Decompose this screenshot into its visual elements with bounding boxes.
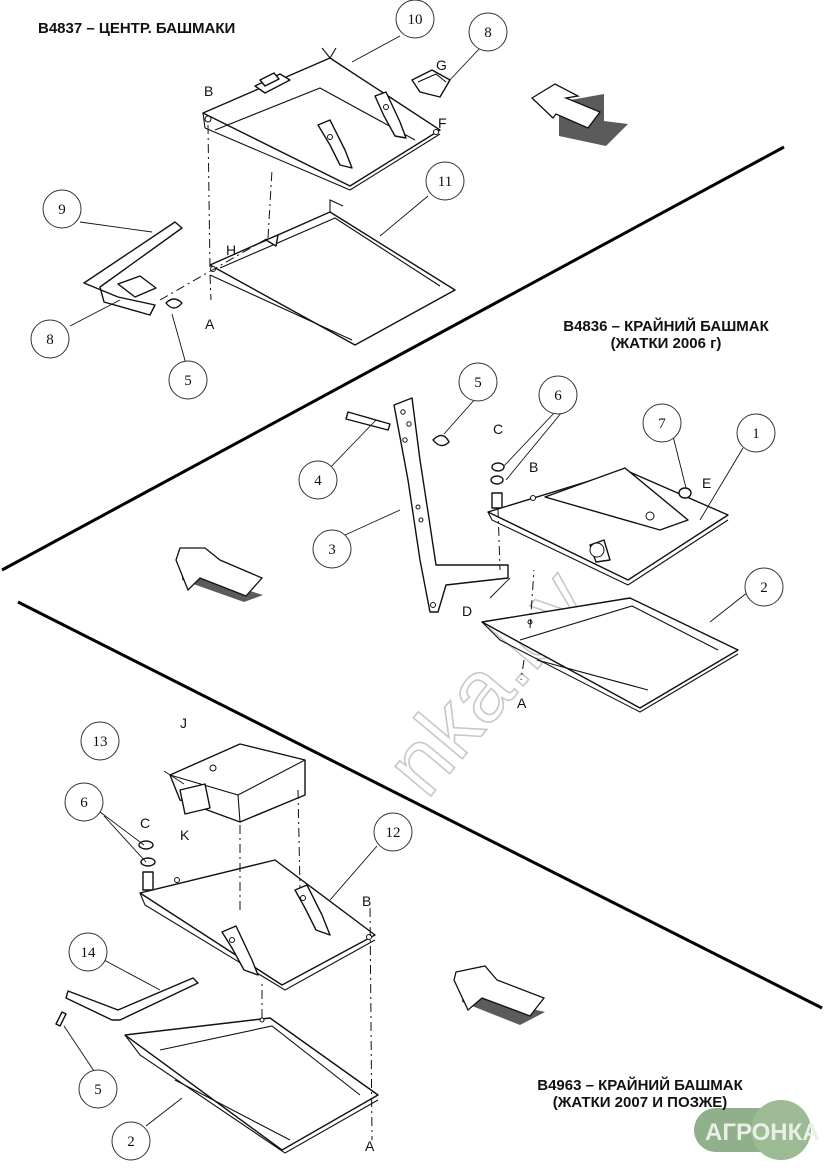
logo-text: АГРОНКА [705, 1119, 820, 1146]
callout-5-top: 5 [168, 360, 208, 400]
part-3-arm [393, 397, 509, 613]
part-13-block [169, 743, 306, 823]
label-J-bot: J [180, 715, 187, 731]
callout-8-top-left: 8 [30, 319, 70, 359]
callout-5-bot: 5 [78, 1069, 118, 1109]
title-outer-shoe-2006-line2: (ЖАТКИ 2006 г) [610, 335, 722, 352]
label-A-bot: A [365, 1138, 375, 1154]
svg-text:2: 2 [127, 1134, 135, 1150]
part-6-washer-mid [491, 462, 505, 472]
center-shoe-assembly [83, 47, 456, 346]
svg-text:10: 10 [408, 12, 423, 28]
direction-arrow-bottom [453, 965, 546, 1025]
part-4-pin [345, 411, 391, 431]
mid-bolt [491, 492, 503, 509]
label-K-bot: K [180, 827, 190, 843]
part-8-clip-right [411, 69, 451, 98]
callout-13: 13 [80, 721, 120, 761]
part-12-shoe [139, 859, 376, 991]
label-A-mid: A [517, 695, 527, 711]
callout-2-bot: 2 [111, 1121, 151, 1161]
callout-6-mid: 6 [538, 375, 578, 415]
callout-12: 12 [373, 812, 413, 852]
svg-text:4: 4 [314, 473, 322, 489]
callout-7: 7 [642, 403, 682, 443]
svg-text:5: 5 [94, 1082, 102, 1098]
label-H-top: H [226, 242, 236, 258]
callout-6-bot: 6 [64, 782, 104, 822]
part-2-skid-bot [124, 1017, 379, 1154]
title-outer-shoe-2006: B4836 – КРАЙНИЙ БАШМАК (ЖАТКИ 2006 г) [536, 318, 796, 352]
divider-upper [1, 145, 785, 572]
bot-bolt [142, 871, 154, 891]
svg-text:5: 5 [474, 375, 482, 391]
part-2-skid-mid [481, 597, 739, 713]
svg-text:9: 9 [58, 202, 66, 218]
callout-9: 9 [42, 189, 82, 229]
part-5-ring-top [165, 298, 183, 309]
callout-14: 14 [68, 932, 108, 972]
label-D-mid: D [462, 603, 472, 619]
svg-text:11: 11 [438, 174, 452, 190]
svg-text:7: 7 [658, 416, 666, 432]
svg-text:8: 8 [46, 332, 54, 348]
label-E-mid: E [702, 475, 711, 491]
divider-lower [17, 600, 823, 1010]
outer-shoe-2007-assembly [55, 743, 379, 1154]
svg-text:8: 8 [484, 25, 492, 41]
svg-text:12: 12 [386, 825, 401, 841]
part-5-ring-mid [432, 434, 450, 447]
part-14-handle [65, 977, 199, 1021]
callout-8-top-right: 8 [468, 12, 508, 52]
title-outer-shoe-2007: B4963 – КРАЙНИЙ БАШМАК (ЖАТКИ 2007 И ПОЗ… [500, 1077, 780, 1111]
svg-text:6: 6 [554, 388, 562, 404]
part-1-shoe [487, 467, 729, 586]
part-6-washer-mid-2 [490, 475, 504, 485]
agronka-logo: АГРОНКА [694, 1100, 820, 1160]
svg-text:1: 1 [752, 426, 760, 442]
title-center-shoes: B4837 – ЦЕНТР. БАШМАКИ [38, 20, 236, 37]
callout-4: 4 [298, 460, 338, 500]
part-9-pin-handle [83, 221, 183, 316]
label-C-mid: C [493, 421, 503, 437]
svg-text:6: 6 [80, 795, 88, 811]
label-B-bot: B [362, 893, 371, 909]
callout-5-mid: 5 [458, 362, 498, 402]
leader-lines [63, 35, 749, 1127]
label-F-top: F [438, 115, 447, 131]
part-7-nut [678, 487, 692, 499]
title-outer-shoe-2007-line2: (ЖАТКИ 2007 И ПОЗЖЕ) [552, 1094, 728, 1111]
label-B-top: B [204, 83, 213, 99]
svg-text:14: 14 [81, 945, 97, 961]
callout-2-mid: 2 [744, 567, 784, 607]
label-G-top: G [436, 57, 447, 73]
label-A-top: A [205, 316, 215, 332]
svg-text:2: 2 [760, 580, 768, 596]
part-10-shoe-top [202, 47, 441, 191]
watermark-text: nka.by [366, 551, 609, 813]
callout-11: 11 [425, 161, 465, 201]
label-B-mid: B [529, 459, 538, 475]
label-C-bot: C [140, 815, 150, 831]
callout-10: 10 [395, 0, 435, 39]
callout-1: 1 [736, 413, 776, 453]
part-6-washer-bot [138, 840, 154, 850]
callout-3: 3 [312, 529, 352, 569]
direction-arrow-top [530, 83, 628, 146]
direction-arrow-middle [175, 547, 264, 602]
svg-text:5: 5 [184, 373, 192, 389]
title-outer-shoe-2007-line1: B4963 – КРАЙНИЙ БАШМАК [537, 1077, 743, 1094]
svg-text:13: 13 [93, 734, 108, 750]
title-outer-shoe-2006-line1: B4836 – КРАЙНИЙ БАШМАК [563, 318, 769, 335]
outer-shoe-2006-assembly [345, 397, 739, 713]
part-5-ring-bot [55, 1011, 67, 1027]
svg-text:3: 3 [328, 542, 336, 558]
part-11-skid-plate [209, 199, 456, 346]
